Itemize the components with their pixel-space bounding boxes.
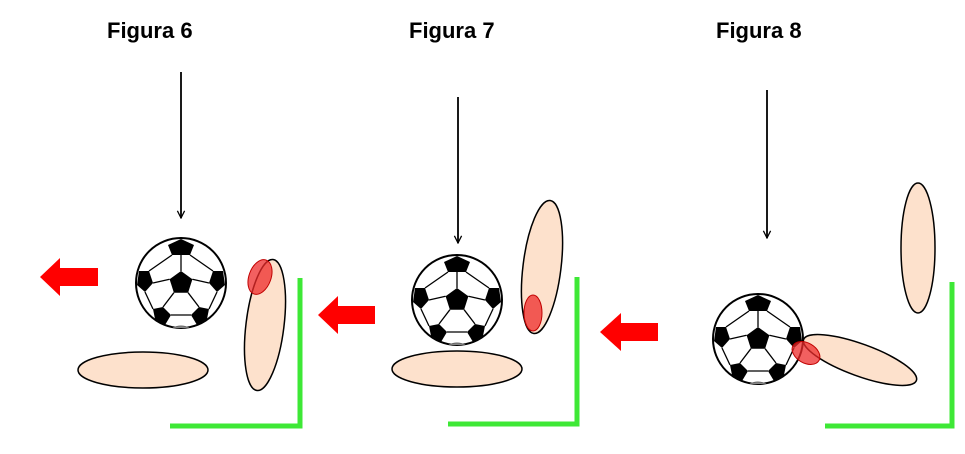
motion-arrow	[600, 313, 658, 351]
figure-8	[600, 90, 955, 429]
motion-arrow	[40, 258, 98, 296]
contact-zone	[247, 259, 273, 295]
soccer-ball	[712, 293, 804, 385]
contact-zone	[523, 294, 543, 332]
contact-zone	[791, 341, 821, 365]
foot-bottom	[77, 351, 209, 389]
figure-7	[318, 97, 580, 427]
soccer-ball	[135, 237, 227, 329]
figure-7-title: Figura 7	[409, 18, 495, 43]
figure-8-title: Figura 8	[716, 18, 802, 43]
figure-6	[40, 72, 303, 429]
wall-corner	[448, 277, 580, 427]
foot-bottom	[391, 350, 523, 388]
wall-corner	[825, 282, 955, 429]
soccer-ball	[411, 254, 503, 346]
wall-corner	[170, 278, 303, 429]
foot-top	[900, 182, 936, 314]
figure-6-title: Figura 6	[107, 18, 193, 43]
motion-arrow	[318, 296, 375, 334]
